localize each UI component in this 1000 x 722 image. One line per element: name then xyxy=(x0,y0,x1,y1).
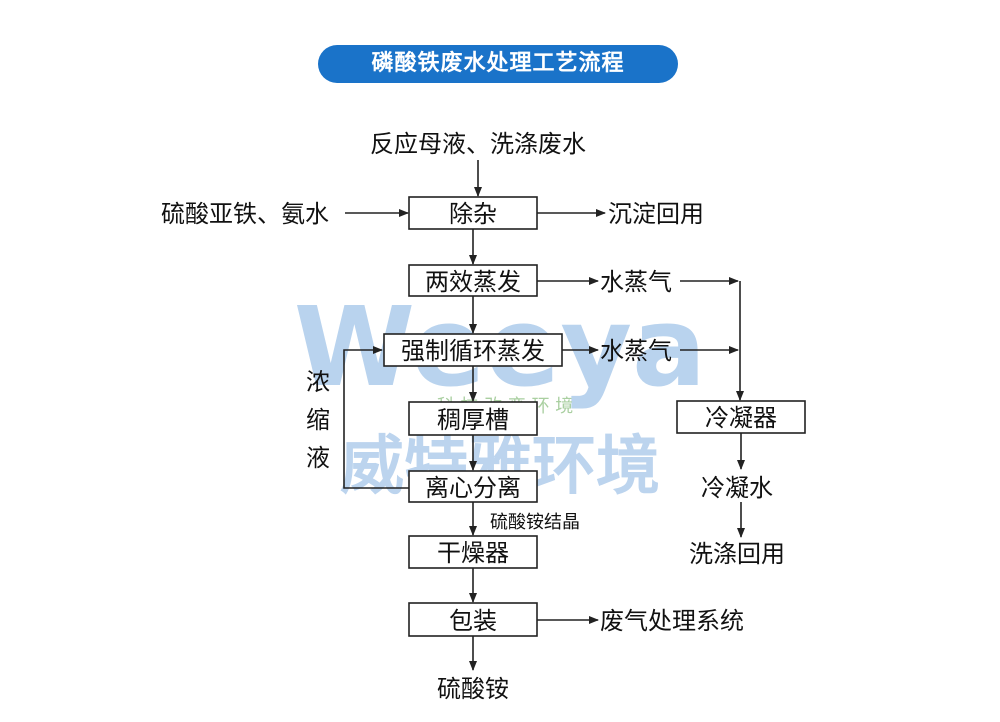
input-left-label: 硫酸亚铁、氨水 xyxy=(161,200,329,228)
conc-liquid-char-1: 浓 xyxy=(306,368,330,396)
box-packing xyxy=(408,602,538,637)
crystal-label: 硫酸铵结晶 xyxy=(490,512,580,533)
thickener-label: 稠厚槽 xyxy=(437,406,509,434)
dryer-label: 干燥器 xyxy=(437,539,509,567)
packing-label: 包装 xyxy=(449,607,497,635)
box-remove-impurity xyxy=(408,196,538,230)
arrow-recycle-loop xyxy=(343,346,409,489)
box-condenser xyxy=(676,400,806,434)
conc-liquid-char-2: 缩 xyxy=(306,406,330,434)
waste-gas-label: 废气处理系统 xyxy=(600,607,744,635)
wash-reuse-label: 洗涤回用 xyxy=(689,540,785,568)
condensate-label: 冷凝水 xyxy=(701,474,773,502)
steam1-label: 水蒸气 xyxy=(600,268,672,296)
input-top-label: 反应母液、洗涤废水 xyxy=(370,130,586,158)
conc-liquid-char-3: 液 xyxy=(306,444,330,472)
forced-circ-evap-label: 强制循环蒸发 xyxy=(401,337,545,365)
page-title: 磷酸铁废水处理工艺流程 xyxy=(318,45,678,83)
product-label: 硫酸铵 xyxy=(437,675,509,703)
centrifuge-label: 离心分离 xyxy=(425,474,521,502)
steam2-label: 水蒸气 xyxy=(600,337,672,365)
condenser-label: 冷凝器 xyxy=(705,404,777,432)
two-effect-evap-label: 两效蒸发 xyxy=(425,268,521,296)
precip-reuse-label: 沉淀回用 xyxy=(608,200,704,228)
remove-impurity-label: 除杂 xyxy=(449,200,497,228)
box-thickener xyxy=(408,401,538,436)
